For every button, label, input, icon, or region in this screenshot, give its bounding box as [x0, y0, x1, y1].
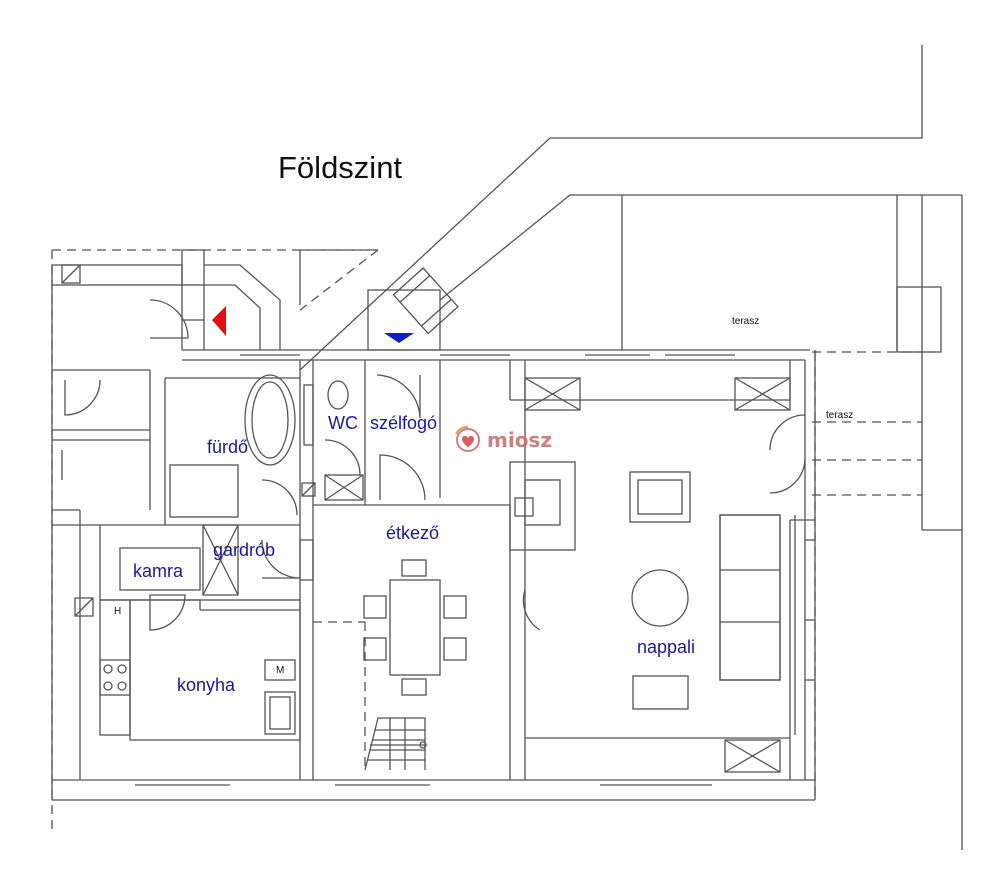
- hob-mark: H: [114, 606, 122, 617]
- entrance-blue-marker: [384, 333, 414, 343]
- room-label-kamra: kamra: [133, 561, 184, 581]
- microwave-mark: M: [276, 665, 285, 676]
- room-label-konyha: konyha: [177, 675, 236, 695]
- floor-title: Földszint: [278, 150, 403, 185]
- room-label-szelfogo: szélfogó: [370, 413, 438, 433]
- site-boundary-line: [439, 194, 571, 301]
- terrace-label-right: terasz: [826, 410, 854, 421]
- room-label-furdo: fürdő: [207, 437, 249, 457]
- logo-text: miosz: [487, 428, 552, 452]
- entrance-red-marker: [212, 306, 226, 336]
- terrace-label-top: terasz: [732, 316, 760, 327]
- watermark-logo: miosz: [452, 424, 552, 456]
- room-label-etkezo: étkező: [386, 523, 440, 543]
- room-label-gardrob: gardrób: [213, 540, 276, 560]
- site-boundary-line: [299, 45, 923, 371]
- miosz-logo-icon: [455, 426, 480, 452]
- room-label-nappali: nappali: [637, 637, 696, 657]
- room-label-wc: WC: [328, 413, 358, 433]
